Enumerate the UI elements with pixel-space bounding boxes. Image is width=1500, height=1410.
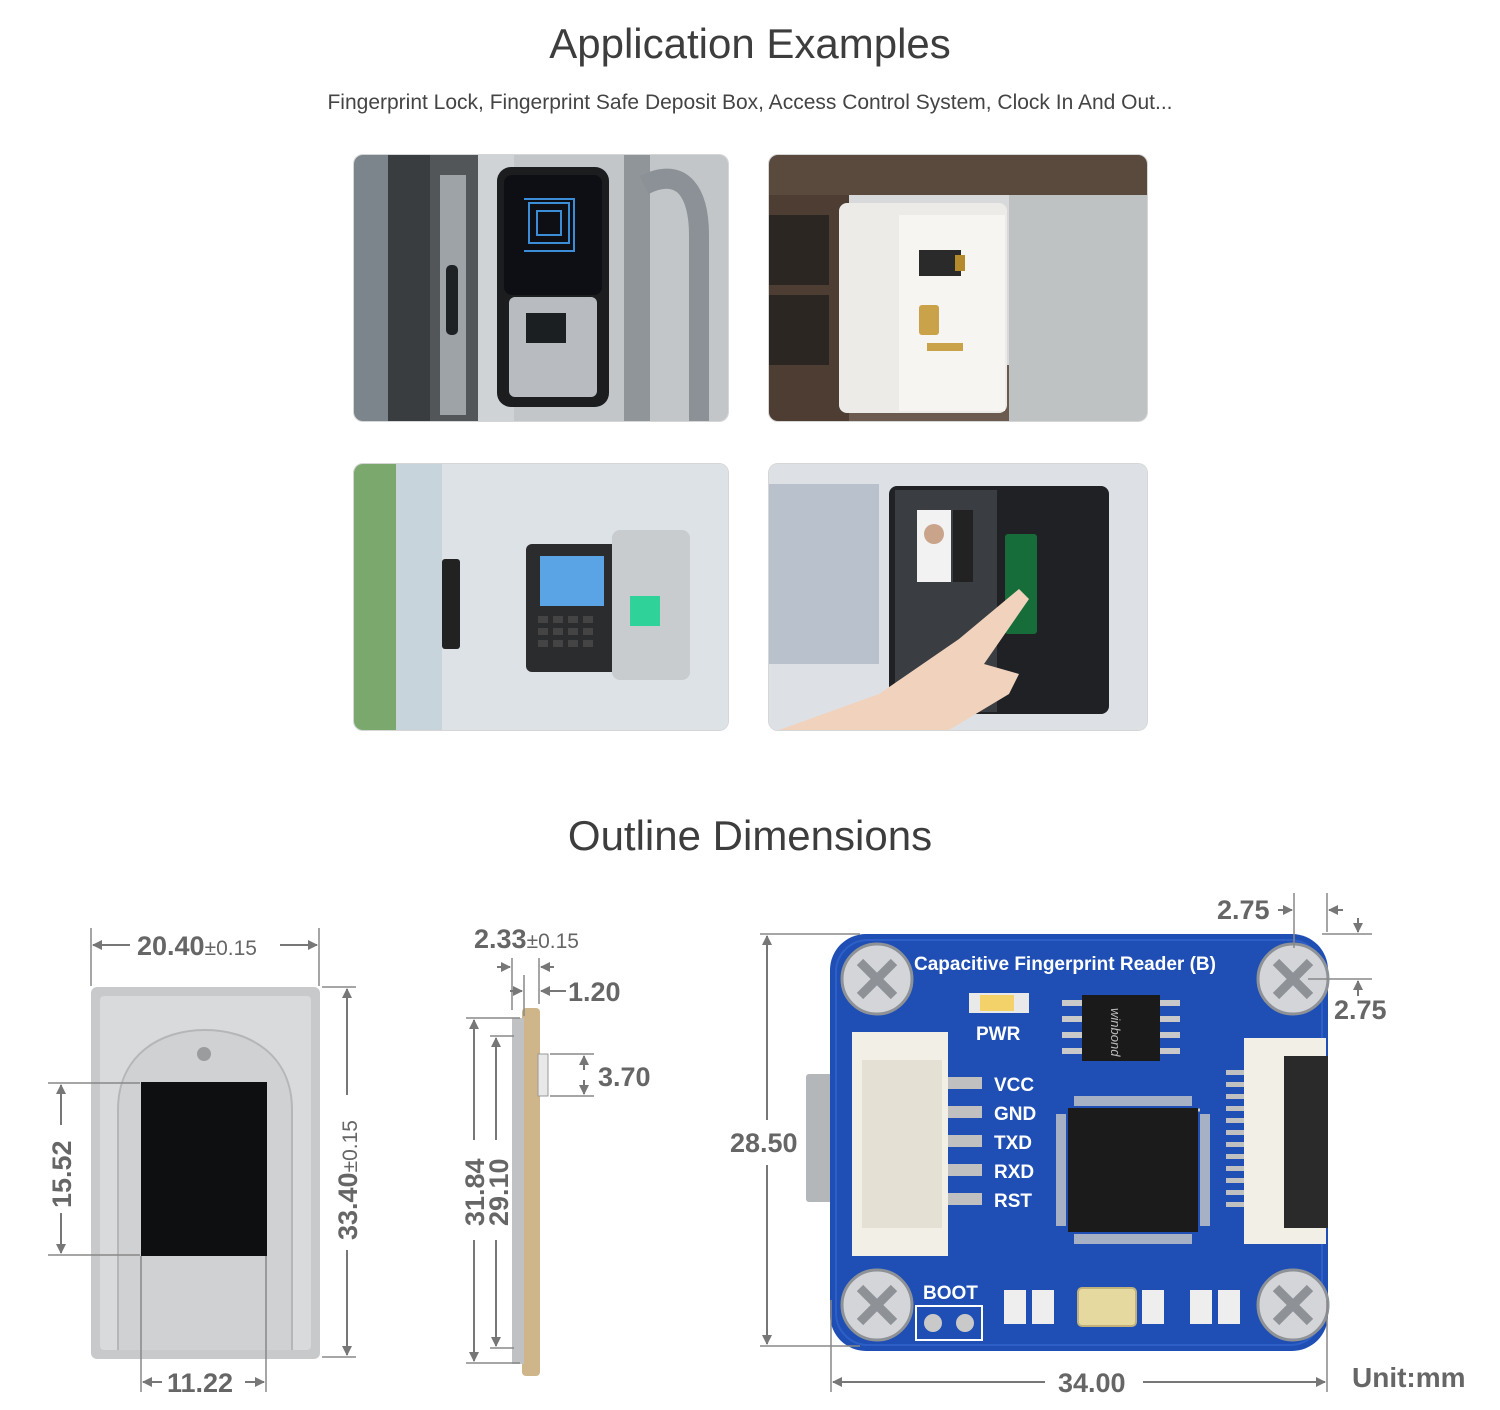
- screw-icon: [1256, 942, 1330, 1016]
- sensor-side-view: 2.33±0.15 1.20 3.70 31.84 29.10: [460, 924, 651, 1376]
- thickness-label: 2.33±0.15: [474, 924, 579, 954]
- boot-pad-icon: [956, 1314, 974, 1332]
- photo-fingerprint-lock: [353, 154, 729, 422]
- board-width-label: 34.00: [1058, 1368, 1126, 1398]
- screw-icon: [1256, 1268, 1330, 1342]
- photo-clock-in-out: [768, 463, 1148, 731]
- boot-label: BOOT: [923, 1283, 978, 1304]
- outline-dimensions-title: Outline Dimensions: [567, 812, 933, 859]
- mcu-pins-icon: [1056, 1096, 1210, 1244]
- screw-icon: [840, 942, 914, 1016]
- application-examples-title: Application Examples: [549, 20, 951, 67]
- photo-access-control: [353, 463, 729, 731]
- connector-label: 3.70: [598, 1062, 651, 1092]
- sensor-height-label: 33.40±0.15: [333, 1120, 363, 1240]
- board-title: Capacitive Fingerprint Reader (B): [914, 954, 1216, 975]
- application-examples-subtitle: Fingerprint Lock, Fingerprint Safe Depos…: [327, 91, 1173, 114]
- plate-label: 1.20: [568, 977, 621, 1007]
- hole-offset-y-label: 2.75: [1334, 995, 1387, 1025]
- pin-vcc-label: VCC: [994, 1075, 1034, 1096]
- length-outer-label: 31.84: [460, 1158, 490, 1226]
- sensor-front-view: 20.40±0.15 33.40±0.15 15.52 11.22: [47, 928, 363, 1398]
- photo-fingerprint-safe: [768, 154, 1148, 422]
- sensor-width-label: 20.40±0.15: [137, 931, 257, 961]
- board-view: Capacitive Fingerprint Reader (B) PWR wi…: [730, 893, 1387, 1398]
- pin-gnd-label: GND: [994, 1104, 1036, 1125]
- pin-txd-label: TXD: [994, 1133, 1032, 1154]
- length-inner-label: 29.10: [484, 1158, 514, 1226]
- flash-chip-label: winbond: [1108, 1008, 1123, 1057]
- hole-offset-x-label: 2.75: [1217, 895, 1270, 925]
- pin-rxd-label: RXD: [994, 1162, 1034, 1183]
- boot-pad-icon: [924, 1314, 942, 1332]
- pin-rst-label: RST: [994, 1191, 1032, 1212]
- screw-icon: [840, 1268, 914, 1342]
- pwr-label: PWR: [976, 1024, 1021, 1045]
- board-height-label: 28.50: [730, 1128, 798, 1158]
- window-height-label: 15.52: [47, 1140, 77, 1208]
- window-width-label: 11.22: [167, 1368, 233, 1398]
- unit-label: Unit:mm: [1352, 1362, 1466, 1393]
